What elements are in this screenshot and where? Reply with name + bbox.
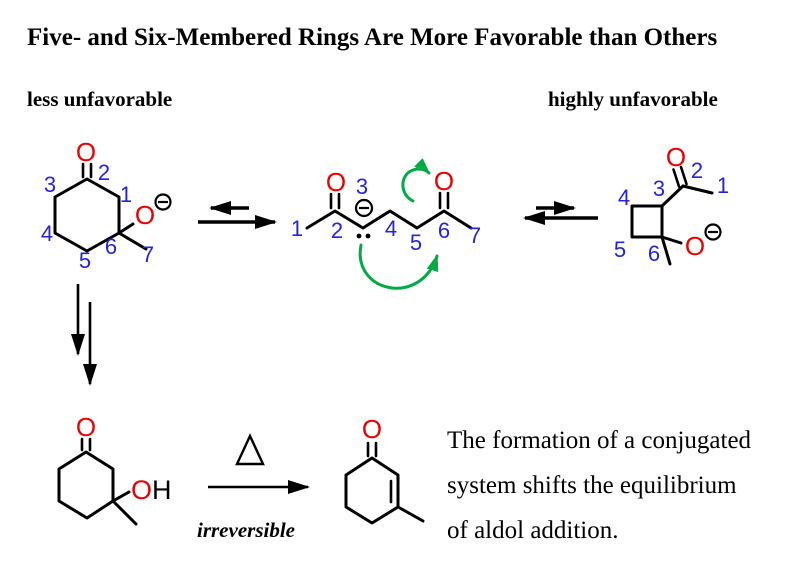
atom-number-6: 6 [438, 218, 450, 243]
atom-number-1: 1 [291, 216, 303, 241]
atom-number-5: 5 [410, 230, 422, 255]
page-title: Five- and Six-Membered Rings Are More Fa… [27, 24, 718, 51]
caption-line-1: The formation of a conjugated [447, 427, 752, 454]
carbonyl-double-bond [672, 168, 681, 188]
minus-charge-icon [704, 223, 722, 241]
structure-cyclohexenone: O [344, 414, 425, 525]
atom-number-1: 1 [120, 182, 132, 207]
methyl-bond [111, 499, 138, 526]
left-carbonyl-oxygen: O [326, 167, 346, 197]
cyclohexane-ring [57, 450, 115, 520]
carbonyl-oxygen: O [666, 142, 686, 172]
hydroxyl-oxygen: O [131, 475, 152, 505]
irreversible-label: irreversible [197, 518, 295, 542]
right-carbonyl-oxygen: O [434, 166, 454, 196]
atom-number-1: 1 [717, 173, 729, 198]
caption-line-3: of aldol addition. [447, 517, 619, 544]
atom-number-3: 3 [44, 172, 56, 197]
ring-acetyl-bond [660, 184, 685, 208]
alkoxide-oxygen: O [135, 200, 155, 230]
lone-pair-dots [356, 233, 371, 239]
cyclohexene-ring [344, 456, 400, 525]
carbonyl-double-bond [679, 165, 688, 186]
structure-four-membered-alkoxide: O O 4 3 2 1 5 6 [614, 142, 729, 266]
carbon-chain [305, 209, 473, 230]
structure-ketol: O OH [57, 412, 172, 526]
hydroxyl-hydrogen: H [152, 475, 172, 505]
equilibrium-arrows-left [198, 201, 277, 229]
atom-number-2: 2 [98, 160, 110, 185]
hydroxyl-group: OH [131, 475, 172, 505]
atom-number-4: 4 [618, 185, 630, 210]
c-o-bond [660, 235, 683, 245]
atom-number-3: 3 [356, 174, 368, 199]
cyclobutane-ring [630, 204, 664, 239]
atom-number-6: 6 [105, 234, 117, 259]
atom-number-4: 4 [41, 221, 53, 246]
curved-attack-arrow [358, 243, 439, 290]
methyl-bond [117, 231, 148, 251]
heat-reaction-arrow [208, 433, 310, 494]
minus-charge-icon [354, 198, 374, 218]
carbonyl-oxygen: O [76, 412, 96, 442]
atom-number-2: 2 [331, 218, 343, 243]
methyl-bond [660, 235, 672, 266]
atom-number-3: 3 [653, 176, 665, 201]
delta-heat-symbol [235, 433, 265, 466]
alkoxide-oxygen: O [685, 231, 705, 261]
carbonyl-oxygen: O [76, 137, 96, 167]
label-highly-unfavorable: highly unfavorable [548, 87, 718, 111]
atom-number-7: 7 [469, 223, 481, 248]
c-oh-bond [111, 490, 131, 503]
carbonyl-oxygen: O [362, 414, 382, 444]
c-o-bond [117, 222, 135, 235]
atom-number-6: 6 [648, 241, 660, 266]
structure-open-chain-enolate: O O 1 2 3 4 5 6 7 [291, 158, 481, 290]
atom-number-5: 5 [614, 237, 626, 262]
atom-number-5: 5 [79, 248, 91, 273]
structure-six-membered-alkoxide: O O 3 2 1 4 5 6 7 [41, 137, 172, 273]
cyclohexane-ring [53, 177, 121, 253]
caption-text: The formation of a conjugated system shi… [447, 418, 751, 553]
caption-line-2: system shifts the equilibrium [447, 472, 737, 499]
atom-number-7: 7 [142, 242, 154, 267]
methyl-bond [681, 184, 714, 195]
minus-charge-icon [154, 193, 172, 211]
atom-number-4: 4 [385, 216, 397, 241]
methyl-bond [396, 505, 425, 523]
equilibrium-arrows-right [523, 201, 598, 225]
curved-electron-arrow [401, 158, 431, 203]
atom-number-2: 2 [691, 158, 703, 183]
downward-reaction-arrows [71, 284, 97, 386]
label-less-unfavorable: less unfavorable [27, 87, 173, 111]
